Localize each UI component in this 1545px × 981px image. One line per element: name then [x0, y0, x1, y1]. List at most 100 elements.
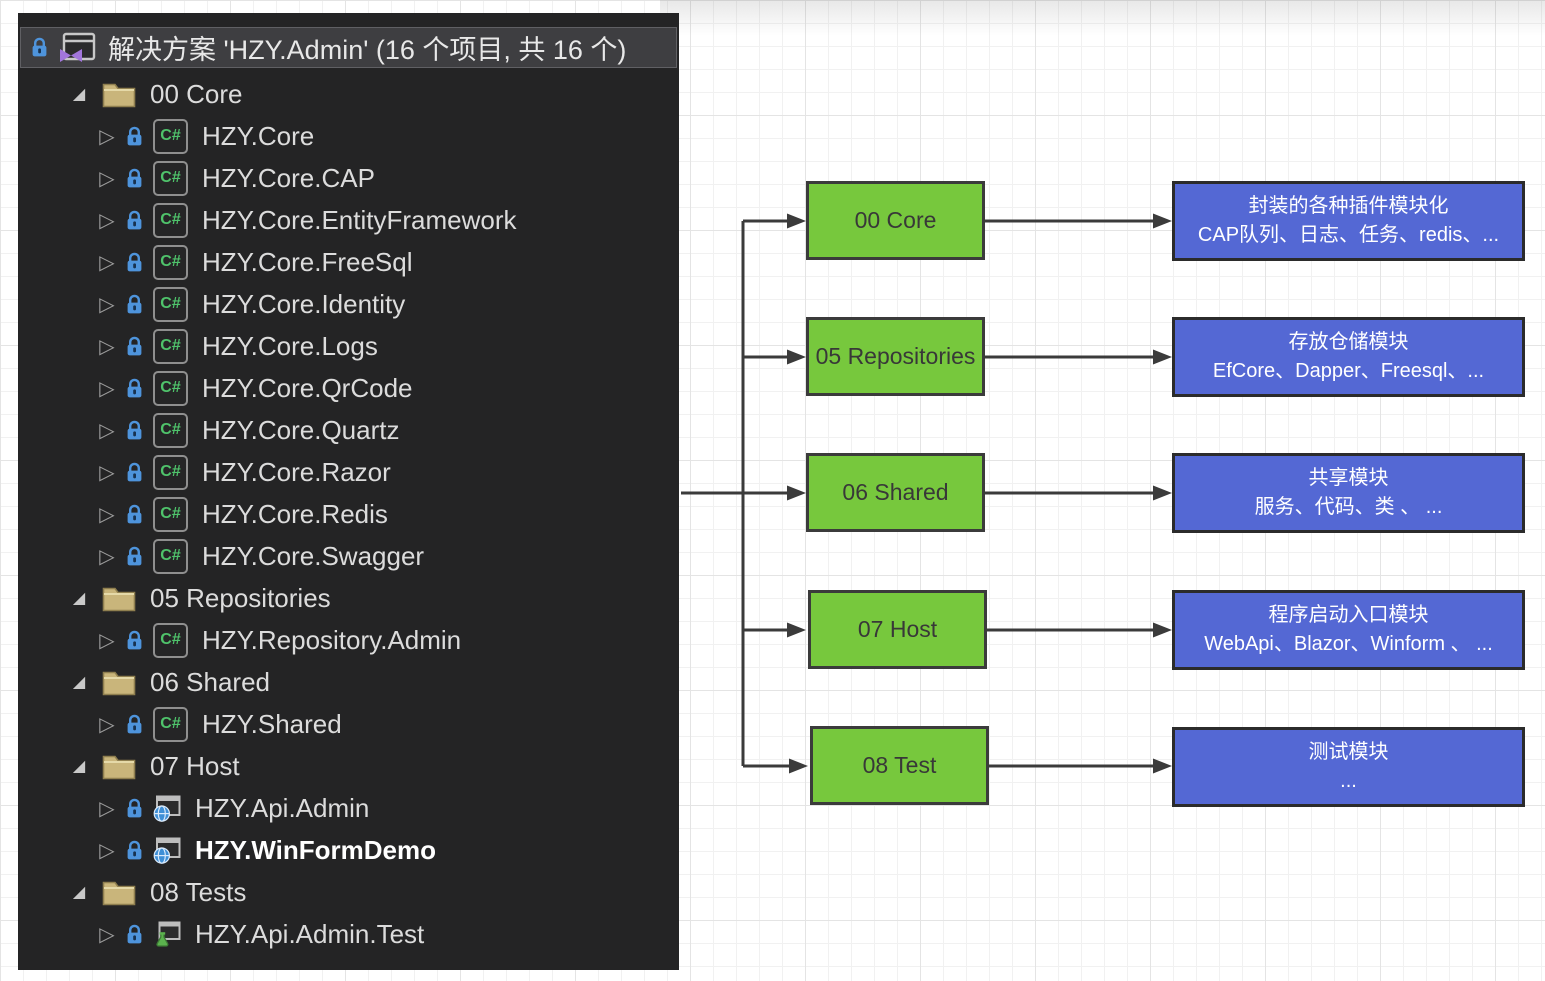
solution-root-row[interactable]: 解决方案 'HZY.Admin' (16 个项目, 共 16 个): [20, 27, 677, 68]
chevron-collapsed-icon[interactable]: ▷: [99, 922, 115, 946]
tree-project-hzy-core-freesql[interactable]: ▷ C# HZY.Core.FreeSql: [18, 241, 679, 283]
desc-line-2: WebApi、Blazor、Winform 、 ...: [1204, 633, 1493, 655]
lock-icon: [126, 126, 143, 147]
tree-item-label: HZY.Repository.Admin: [202, 624, 462, 655]
lock-icon: [126, 798, 143, 819]
tree-project-hzy-core-swagger[interactable]: ▷ C# HZY.Core.Swagger: [18, 535, 679, 577]
chevron-expanded-icon[interactable]: ◢: [72, 756, 86, 775]
chevron-collapsed-icon[interactable]: ▷: [99, 544, 115, 568]
lock-icon: [126, 714, 143, 735]
diagram-node-06-shared[interactable]: 06 Shared: [806, 453, 985, 532]
tree-project-hzy-core-quartz[interactable]: ▷ C# HZY.Core.Quartz: [18, 409, 679, 451]
chevron-collapsed-icon[interactable]: ▷: [99, 628, 115, 652]
chevron-expanded-icon[interactable]: ◢: [72, 588, 86, 607]
chevron-collapsed-icon[interactable]: ▷: [99, 418, 115, 442]
diagram-node-label: 08 Test: [862, 752, 937, 778]
tree-project-hzy-repository-admin[interactable]: ▷ C# HZY.Repository.Admin: [18, 619, 679, 661]
tree-item-label: 00 Core: [150, 78, 243, 109]
visual-studio-solution-icon: [58, 32, 96, 64]
solution-tree: ◢ 00 Core ▷ C# HZY.Core ▷ C# HZY.Core.CA…: [18, 73, 679, 955]
chevron-collapsed-icon[interactable]: ▷: [99, 208, 115, 232]
diagram-node-00-core[interactable]: 00 Core: [806, 181, 985, 260]
tree-folder-07-host[interactable]: ◢ 07 Host: [18, 745, 679, 787]
lock-icon: [126, 168, 143, 189]
diagram-node-label: 06 Shared: [842, 479, 949, 505]
tree-project-hzy-core[interactable]: ▷ C# HZY.Core: [18, 115, 679, 157]
chevron-collapsed-icon[interactable]: ▷: [99, 376, 115, 400]
tree-project-hzy-core-entityframework[interactable]: ▷ C# HZY.Core.EntityFramework: [18, 199, 679, 241]
tree-project-hzy-core-identity[interactable]: ▷ C# HZY.Core.Identity: [18, 283, 679, 325]
tree-item-label: HZY.Core.Razor: [202, 456, 391, 487]
tree-project-hzy-api-admin-test[interactable]: ▷ HZY.Api.Admin.Test: [18, 913, 679, 955]
tree-project-hzy-core-cap[interactable]: ▷ C# HZY.Core.CAP: [18, 157, 679, 199]
csharp-project-icon: C#: [153, 706, 188, 742]
tree-project-hzy-core-razor[interactable]: ▷ C# HZY.Core.Razor: [18, 451, 679, 493]
tree-item-label: HZY.WinFormDemo: [195, 834, 436, 865]
tree-item-label: HZY.Core.Logs: [202, 330, 378, 361]
lock-icon: [126, 630, 143, 651]
lock-icon: [126, 420, 143, 441]
desc-line-2: ...: [1340, 770, 1357, 792]
chevron-collapsed-icon[interactable]: ▷: [99, 796, 115, 820]
tree-item-label: HZY.Api.Admin: [195, 792, 370, 823]
diagram-node-07-host[interactable]: 07 Host: [808, 590, 987, 669]
lock-icon: [31, 37, 48, 58]
lock-icon: [126, 336, 143, 357]
lock-icon: [126, 840, 143, 861]
diagram-node-08-test[interactable]: 08 Test: [810, 726, 989, 805]
lock-icon: [126, 294, 143, 315]
tree-project-hzy-core-redis[interactable]: ▷ C# HZY.Core.Redis: [18, 493, 679, 535]
tree-folder-06-shared[interactable]: ◢ 06 Shared: [18, 661, 679, 703]
diagram-desc-08-test[interactable]: 测试模块 ...: [1172, 727, 1525, 807]
chevron-expanded-icon[interactable]: ◢: [72, 672, 86, 691]
diagram-desc-07-host[interactable]: 程序启动入口模块 WebApi、Blazor、Winform 、 ...: [1172, 590, 1525, 670]
diagram-desc-06-shared[interactable]: 共享模块 服务、代码、类 、 ...: [1172, 453, 1525, 533]
csharp-project-icon: C#: [153, 370, 188, 406]
chevron-collapsed-icon[interactable]: ▷: [99, 250, 115, 274]
desc-line-1: 存放仓储模块: [1288, 331, 1409, 353]
csharp-project-icon: C#: [153, 328, 188, 364]
tree-item-label: HZY.Core.FreeSql: [202, 246, 413, 277]
tree-folder-08-tests[interactable]: ◢ 08 Tests: [18, 871, 679, 913]
diagram-desc-05-repositories[interactable]: 存放仓储模块 EfCore、Dapper、Freesql、...: [1172, 317, 1525, 397]
chevron-collapsed-icon[interactable]: ▷: [99, 712, 115, 736]
folder-icon: [102, 585, 136, 612]
tree-item-label: HZY.Core: [202, 120, 315, 151]
chevron-collapsed-icon[interactable]: ▷: [99, 838, 115, 862]
tree-project-hzy-core-qrcode[interactable]: ▷ C# HZY.Core.QrCode: [18, 367, 679, 409]
chevron-expanded-icon[interactable]: ◢: [72, 84, 86, 103]
tree-item-label: 08 Tests: [150, 876, 247, 907]
chevron-collapsed-icon[interactable]: ▷: [99, 334, 115, 358]
tree-project-hzy-core-logs[interactable]: ▷ C# HZY.Core.Logs: [18, 325, 679, 367]
desc-line-2: 服务、代码、类 、 ...: [1254, 496, 1443, 518]
tree-folder-00-core[interactable]: ◢ 00 Core: [18, 73, 679, 115]
chevron-expanded-icon[interactable]: ◢: [72, 882, 86, 901]
desc-line-1: 共享模块: [1308, 467, 1389, 489]
tree-item-label: HZY.Api.Admin.Test: [195, 918, 425, 949]
csharp-project-icon: C#: [153, 496, 188, 532]
diagram-node-05-repositories[interactable]: 05 Repositories: [806, 317, 985, 396]
folder-icon: [102, 879, 136, 906]
csharp-project-icon: C#: [153, 538, 188, 574]
chevron-collapsed-icon[interactable]: ▷: [99, 502, 115, 526]
lock-icon: [126, 504, 143, 525]
tree-folder-05-repositories[interactable]: ◢ 05 Repositories: [18, 577, 679, 619]
lock-icon: [126, 210, 143, 231]
tree-project-hzy-winformdemo[interactable]: ▷ HZY.WinFormDemo: [18, 829, 679, 871]
chevron-collapsed-icon[interactable]: ▷: [99, 292, 115, 316]
lock-icon: [126, 546, 143, 567]
chevron-collapsed-icon[interactable]: ▷: [99, 166, 115, 190]
tree-item-label: HZY.Core.Redis: [202, 498, 388, 529]
tree-item-label: 07 Host: [150, 750, 240, 781]
csharp-project-icon: C#: [153, 202, 188, 238]
tree-project-hzy-api-admin[interactable]: ▷ HZY.Api.Admin: [18, 787, 679, 829]
tree-project-hzy-shared[interactable]: ▷ C# HZY.Shared: [18, 703, 679, 745]
diagram-desc-00-core[interactable]: 封装的各种插件模块化 CAP队列、日志、任务、redis、...: [1172, 181, 1525, 261]
web-project-icon: [153, 795, 181, 822]
solution-explorer-panel: 解决方案 'HZY.Admin' (16 个项目, 共 16 个) ◢ 00 C…: [18, 13, 679, 970]
tree-item-label: HZY.Core.CAP: [202, 162, 375, 193]
chevron-collapsed-icon[interactable]: ▷: [99, 460, 115, 484]
chevron-collapsed-icon[interactable]: ▷: [99, 124, 115, 148]
tree-item-label: HZY.Core.QrCode: [202, 372, 413, 403]
diagram-node-label: 07 Host: [857, 616, 938, 642]
